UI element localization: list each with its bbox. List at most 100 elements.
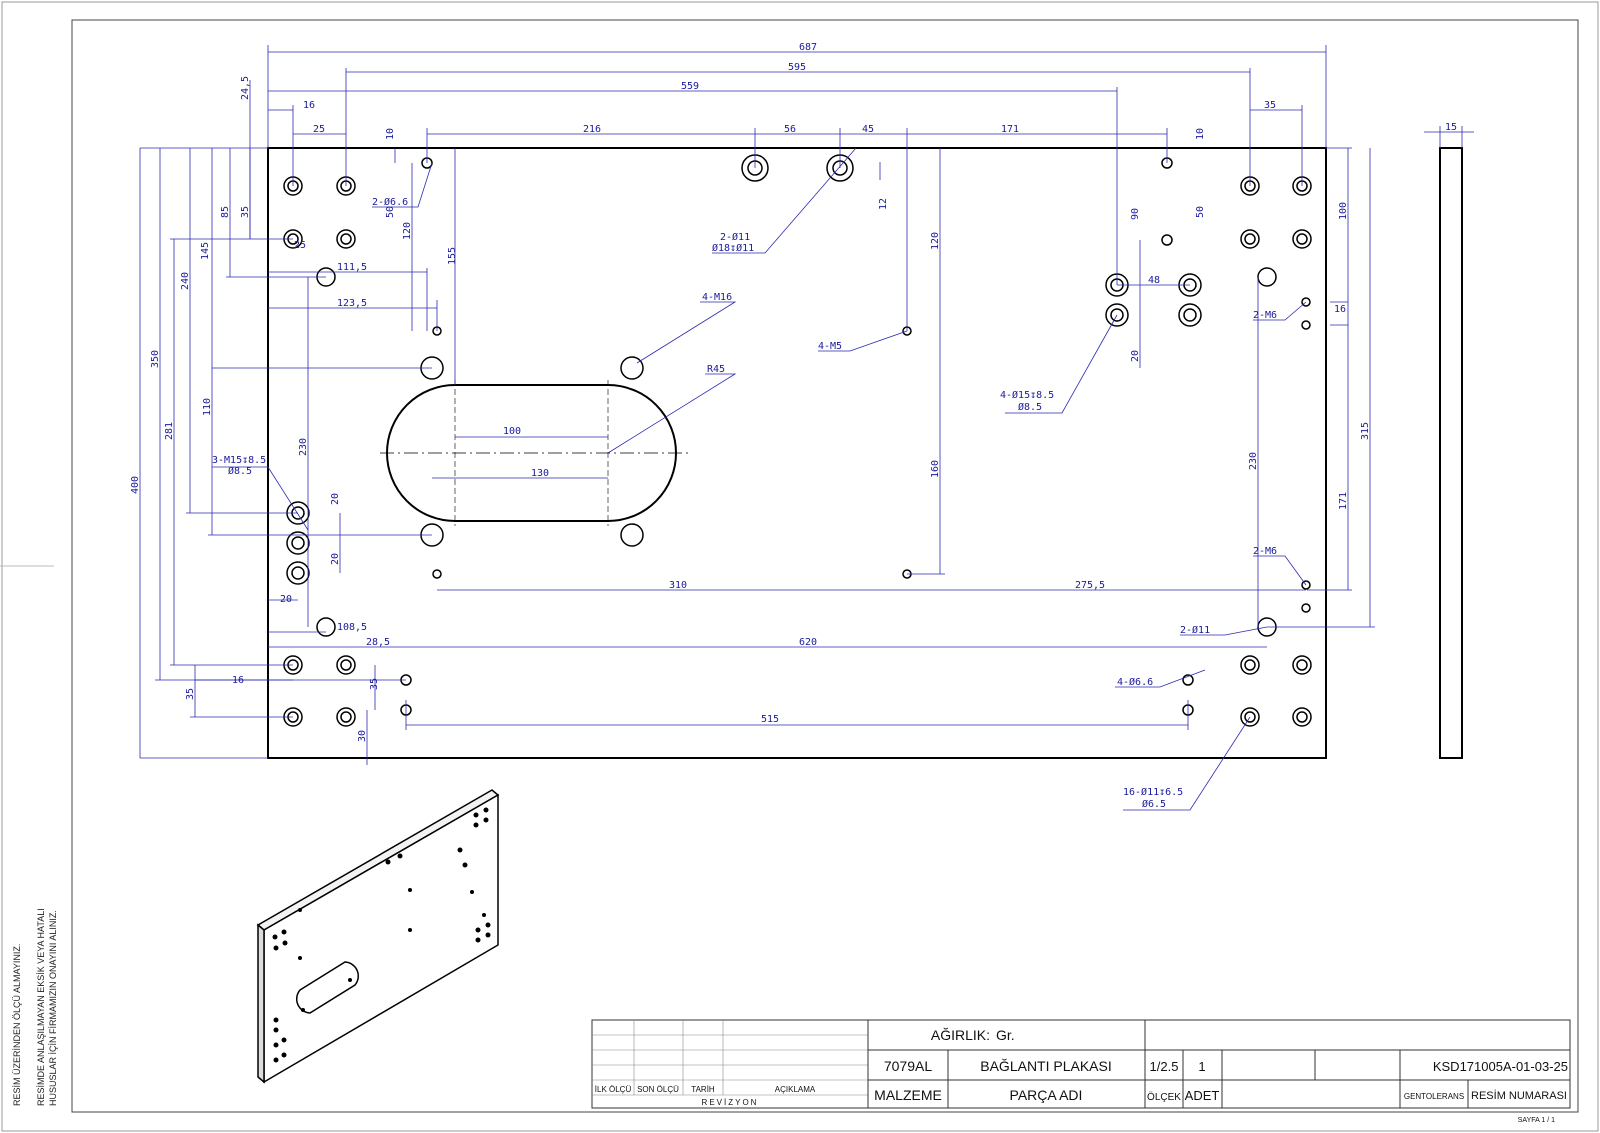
dim-111-5: 111,5 <box>337 262 367 273</box>
dim-171-right: 171 <box>1338 492 1349 510</box>
dim-240: 240 <box>180 272 191 290</box>
dim-25: 25 <box>313 124 325 135</box>
callout-3-m15: 3-M15↧8.5 <box>212 455 266 466</box>
isometric-view <box>256 789 500 1084</box>
dim-275-5: 275,5 <box>1075 580 1105 591</box>
front-view: 687 595 559 16 35 25 216 56 45 171 10 10… <box>130 42 1375 811</box>
rev-col-2: SON ÖLÇÜ <box>637 1085 679 1094</box>
rev-col-3: TARİH <box>691 1085 715 1094</box>
qty-label: ADET <box>1185 1088 1220 1103</box>
dim-281: 281 <box>164 422 175 440</box>
material-label: MALZEME <box>874 1087 942 1103</box>
dim-595: 595 <box>788 62 806 73</box>
dim-35-bottom: 35 <box>185 688 196 700</box>
dim-85: 85 <box>220 206 231 218</box>
qty-value: 1 <box>1198 1059 1205 1074</box>
dim-687: 687 <box>799 42 817 53</box>
callout-4-d15: 4-Ø15↧8.5 <box>1000 389 1054 401</box>
dim-515: 515 <box>761 714 779 725</box>
rev-col-4: AÇIKLAMA <box>775 1085 816 1094</box>
dim-130-slot: 130 <box>531 468 549 479</box>
title-block: AĞIRLIK: Gr. 7079AL BAĞLANTI PLAKASI 1/2… <box>591 1019 1571 1124</box>
dim-230-right: 230 <box>1248 452 1259 470</box>
callout-texts: 2-Ø6.6 2-Ø11 Ø18↧Ø11 4-M16 R45 4-M5 4-Ø1… <box>212 196 1277 810</box>
dimension-texts: 687 595 559 16 35 25 216 56 45 171 10 10… <box>130 42 1371 742</box>
side-note-1: RESİM ÜZERİNDEN ÖLÇÜ ALMAYINIZ. <box>12 944 22 1106</box>
dim-90: 90 <box>1130 208 1141 220</box>
dim-145: 145 <box>200 242 211 260</box>
dim-24-5: 24,5 <box>240 76 251 100</box>
callout-d6-5: Ø6.5 <box>1142 798 1166 810</box>
dim-110: 110 <box>202 398 213 416</box>
material-value: 7079AL <box>884 1058 932 1074</box>
dim-108-5: 108,5 <box>337 622 367 633</box>
callout-2-d11-bottom: 2-Ø11 <box>1180 624 1210 636</box>
callout-16-d11: 16-Ø11↧6.5 <box>1123 786 1183 798</box>
dim-559: 559 <box>681 81 699 92</box>
tolerance-label: GENTOLERANS <box>1404 1092 1464 1101</box>
rev-col-1: İLK ÖLÇÜ <box>595 1085 632 1094</box>
callout-4-d6-6: 4-Ø6.6 <box>1117 676 1153 688</box>
dim-400: 400 <box>130 476 141 494</box>
dim-50-left: 50 <box>385 206 396 218</box>
part-name-label: PARÇA ADI <box>1010 1087 1083 1103</box>
dim-20-right: 20 <box>1130 350 1141 362</box>
dimension-lines <box>139 45 1375 765</box>
callout-4-m5: 4-M5 <box>818 341 842 352</box>
dim-50-right: 50 <box>1195 206 1206 218</box>
scale-value: 1/2.5 <box>1150 1059 1179 1074</box>
side-view-outline <box>1439 147 1463 759</box>
dim-16-right: 16 <box>1334 304 1346 315</box>
callout-2-m6-bottom: 2-M6 <box>1253 546 1277 557</box>
dim-16-top: 16 <box>303 100 315 111</box>
scale-label: ÖLÇEK <box>1147 1091 1181 1103</box>
side-notes: RESİM ÜZERİNDEN ÖLÇÜ ALMAYINIZ. RESİMDE … <box>12 908 58 1106</box>
dim-35-left: 35 <box>240 206 251 218</box>
dim-160: 160 <box>930 460 941 478</box>
dim-35-top-right: 35 <box>1264 100 1276 111</box>
callout-2-d11: 2-Ø11 <box>720 231 750 243</box>
dim-315: 315 <box>1360 422 1371 440</box>
dim-20-a: 20 <box>330 493 341 505</box>
dim-48: 48 <box>1148 275 1160 286</box>
dim-123-5: 123,5 <box>337 298 367 309</box>
dim-16-bottom: 16 <box>232 675 244 686</box>
callout-2-d6-6: 2-Ø6.6 <box>372 196 408 208</box>
dim-310: 310 <box>669 580 687 591</box>
dim-35-small: 35 <box>369 678 380 690</box>
side-note-2: RESİMDE ANLAŞILMAYAN EKSİK VEYA HATALI <box>36 908 46 1106</box>
callout-4-m16: 4-M16 <box>702 292 732 303</box>
callout-d8-5-b: Ø8.5 <box>228 465 252 477</box>
weight-unit: Gr. <box>996 1027 1015 1043</box>
dim-100: 100 <box>1338 202 1349 220</box>
dim-28-5: 28,5 <box>366 637 390 648</box>
leader-lines <box>212 147 1307 811</box>
dim-thickness: 15 <box>1445 122 1457 133</box>
dim-45: 45 <box>862 124 874 135</box>
sheet-number: SAYFA 1 / 1 <box>1518 1117 1555 1124</box>
part-name-value: BAĞLANTI PLAKASI <box>980 1058 1112 1074</box>
callout-d8-5-a: Ø8.5 <box>1018 401 1042 413</box>
dim-171-top: 171 <box>1001 124 1019 135</box>
dim-216: 216 <box>583 124 601 135</box>
weight-label: AĞIRLIK: <box>931 1027 990 1043</box>
dim-120-left: 120 <box>402 222 413 240</box>
side-note-3: HUSUSLAR İÇİN FİRMAMIZIN ONAYINI ALINIZ. <box>48 910 58 1106</box>
dim-20-bottom: 20 <box>280 594 292 605</box>
dim-120-mid: 120 <box>930 232 941 250</box>
drawing-number: KSD171005A-01-03-25 <box>1433 1059 1568 1074</box>
holes <box>283 154 1312 727</box>
dim-10-right: 10 <box>1195 128 1206 140</box>
dim-100-slot: 100 <box>503 426 521 437</box>
dim-25-mid: 25 <box>294 240 306 251</box>
dim-155: 155 <box>447 247 458 265</box>
side-view: 15 <box>1424 122 1474 759</box>
dim-12: 12 <box>878 198 889 210</box>
drawing-number-label: RESİM NUMARASI <box>1471 1089 1567 1102</box>
dim-350: 350 <box>150 350 161 368</box>
inner-frame <box>71 19 1579 1113</box>
dim-56: 56 <box>784 124 796 135</box>
dim-30: 30 <box>357 730 368 742</box>
